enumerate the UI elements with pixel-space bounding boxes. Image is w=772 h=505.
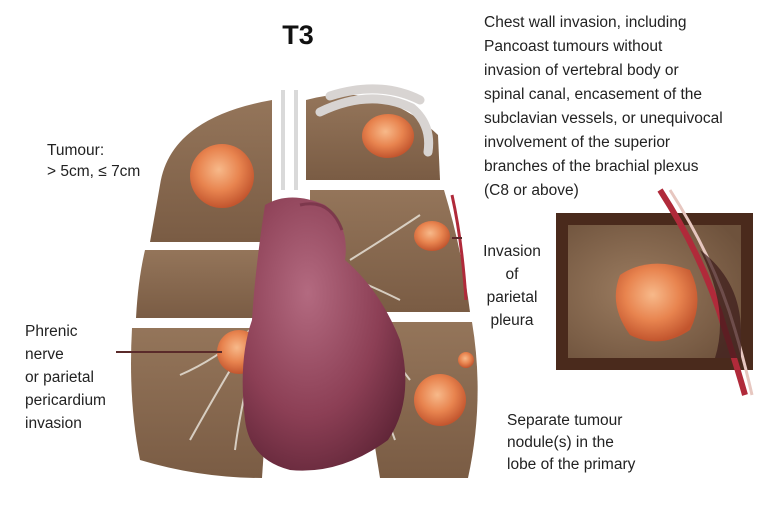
left-middle-lobe bbox=[136, 250, 272, 318]
chest-wall-invasion-label: Chest wall invasion, including Pancoast … bbox=[484, 11, 723, 203]
pleura-inset bbox=[556, 190, 753, 395]
stage-title: T3 bbox=[268, 20, 328, 51]
phrenic-nerve-label: Phrenic nerve or parietal pericardium in… bbox=[25, 320, 106, 435]
parietal-pleura-label: Invasion of parietal pleura bbox=[474, 240, 550, 332]
primary-tumour-left-upper bbox=[190, 144, 254, 208]
small-nodule-tumour bbox=[458, 352, 474, 368]
separate-nodule-tumour bbox=[414, 374, 466, 426]
trachea bbox=[283, 90, 296, 190]
separate-nodule-label: Separate tumour nodule(s) in the lobe of… bbox=[507, 410, 635, 476]
pancoast-tumour bbox=[362, 114, 414, 158]
tumour-size-label: Tumour: > 5cm, ≤ 7cm bbox=[47, 140, 140, 182]
pleural-tumour bbox=[414, 221, 450, 251]
